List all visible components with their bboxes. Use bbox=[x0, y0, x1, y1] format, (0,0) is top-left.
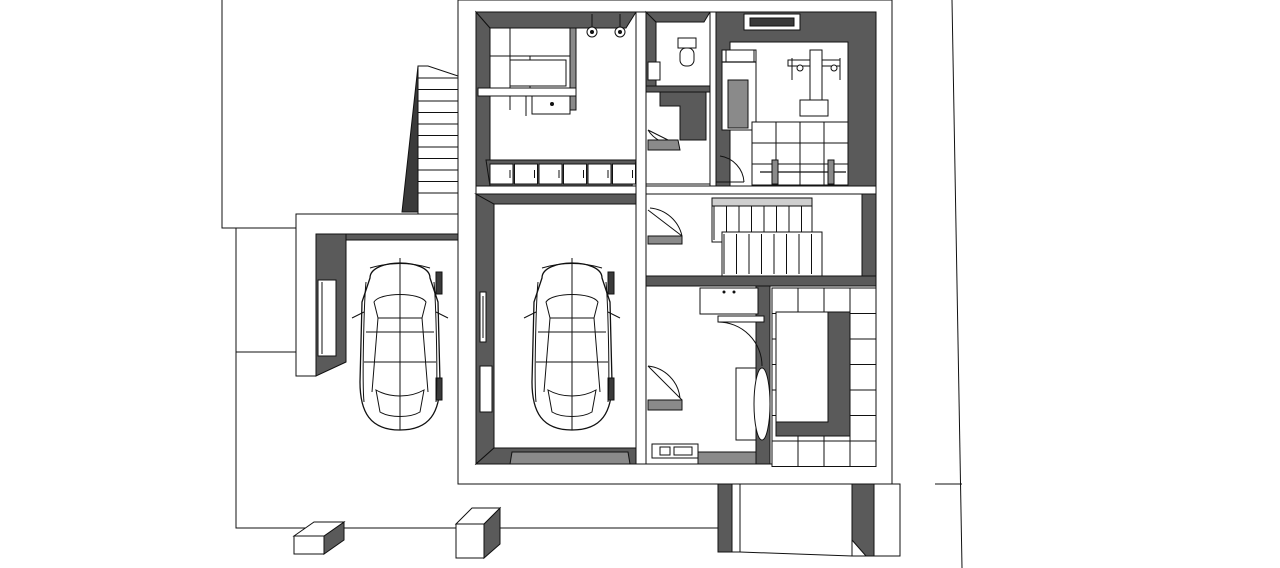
wall-tap-icon bbox=[586, 14, 598, 38]
room-garage-interior bbox=[474, 193, 637, 466]
room-gym bbox=[715, 11, 877, 187]
room-wc bbox=[644, 10, 711, 185]
interior-wall-vertical bbox=[635, 11, 717, 465]
bollard-block bbox=[292, 521, 346, 555]
carport bbox=[295, 213, 459, 377]
room-laundry bbox=[645, 275, 877, 465]
room-kitchen bbox=[474, 10, 637, 187]
floor-drain-icon bbox=[651, 443, 699, 459]
car-garage bbox=[523, 258, 621, 431]
car-carport bbox=[351, 258, 449, 431]
skylight-icon bbox=[743, 13, 801, 31]
treadmill-icon bbox=[721, 49, 757, 131]
barbell-icon bbox=[760, 159, 846, 185]
interior-wall-mid bbox=[475, 185, 877, 195]
room-tiled bbox=[769, 285, 877, 467]
wall-tap-icon bbox=[614, 14, 626, 38]
external-stairs bbox=[401, 65, 459, 215]
toilet-icon bbox=[677, 37, 697, 67]
weight-bench-icon bbox=[787, 49, 841, 117]
washing-machine-icon bbox=[735, 367, 771, 441]
bollard-block bbox=[454, 506, 502, 560]
bottom-projections bbox=[717, 483, 901, 557]
room-hall-stairs bbox=[645, 193, 877, 277]
